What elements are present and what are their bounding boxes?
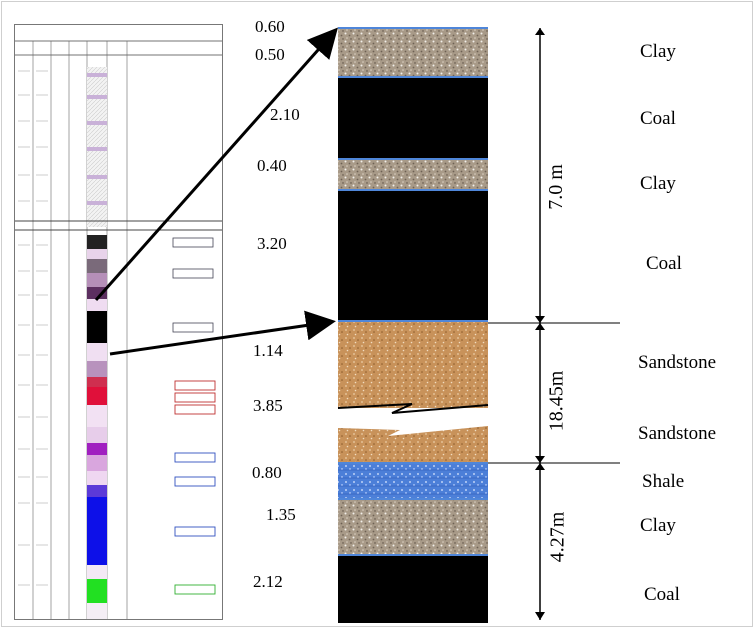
borehole-log-svg bbox=[15, 40, 222, 619]
value-0-40: 0.40 bbox=[257, 156, 287, 175]
interval-7-0m: 7.0 m bbox=[544, 164, 567, 210]
value-1-14: 1.14 bbox=[253, 341, 283, 360]
value-0-80: 0.80 bbox=[252, 463, 282, 482]
arrow-bottom bbox=[109, 310, 336, 356]
layer-shale bbox=[338, 463, 488, 499]
layer-clay-top bbox=[338, 28, 488, 76]
label-sandstone-1: Sandstone bbox=[638, 352, 717, 373]
label-shale: Shale bbox=[642, 471, 685, 492]
value-0-50: 0.50 bbox=[255, 45, 285, 64]
value-3-85: 3.85 bbox=[253, 396, 283, 415]
value-0-60: 0.60 bbox=[255, 17, 285, 36]
layer-coal-1 bbox=[338, 78, 488, 160]
value-3-20: 3.20 bbox=[257, 234, 287, 253]
layer-sandstone-2 bbox=[338, 426, 488, 463]
value-1-35: 1.35 bbox=[266, 505, 296, 524]
label-clay-middle: Clay bbox=[640, 173, 676, 194]
layer-coal-2 bbox=[338, 190, 488, 320]
value-2-10: 2.10 bbox=[270, 105, 300, 124]
label-sandstone-2: Sandstone bbox=[638, 423, 717, 444]
layer-sandstone-1 bbox=[338, 321, 488, 408]
break-line bbox=[337, 403, 489, 414]
arrow-top bbox=[94, 27, 338, 301]
label-coal-middle: Coal bbox=[646, 253, 682, 274]
value-2-12: 2.12 bbox=[253, 572, 283, 591]
layer-clay-middle bbox=[338, 160, 488, 190]
layer-clay-lower bbox=[338, 499, 488, 555]
label-clay-lower: Clay bbox=[640, 515, 676, 536]
label-coal-lower: Coal bbox=[644, 584, 680, 605]
label-coal-top: Coal bbox=[640, 108, 676, 129]
interval-18-45m: 18.45m bbox=[545, 370, 568, 432]
borehole-log-thumbnail bbox=[14, 24, 223, 620]
interval-4-27m: 4.27m bbox=[546, 511, 569, 563]
layer-coal-3 bbox=[338, 555, 488, 623]
label-clay-top: Clay bbox=[640, 41, 676, 62]
